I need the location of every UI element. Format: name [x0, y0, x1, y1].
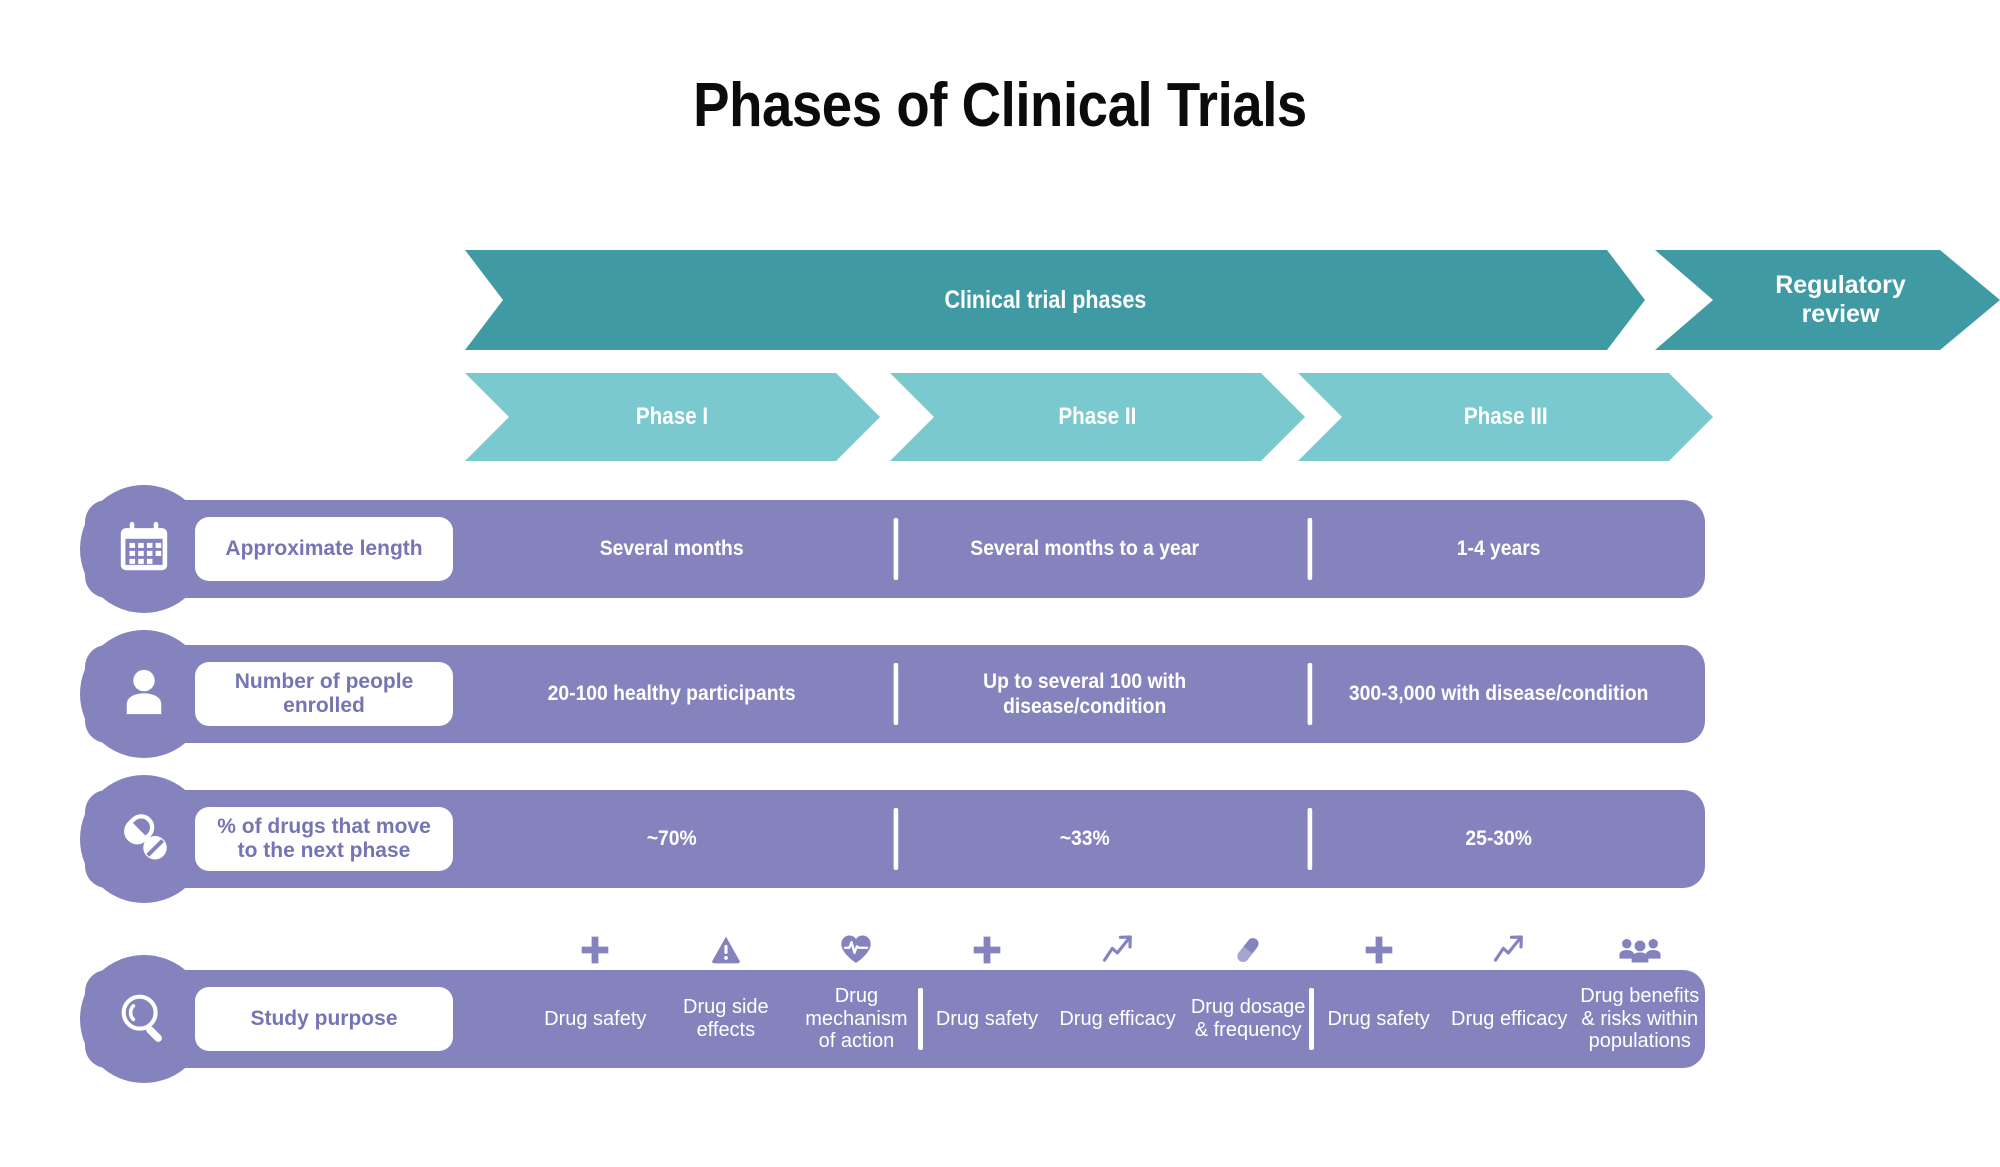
study-cell-3: Drug mechanism of action [805, 984, 908, 1053]
trend-up-icon [1491, 931, 1527, 967]
study-cell-2: Drug side effects [683, 996, 769, 1041]
row-3-cell-phase-1: ~70% [646, 827, 697, 851]
row-3-icon-badge [80, 775, 208, 903]
study-icon-slot-5 [1052, 915, 1183, 967]
row-2-cells: 20-100 healthy participants Up to severa… [465, 645, 1705, 743]
row-3-label-line2: to the next phase [237, 839, 411, 862]
study-cell-6: Drug dosage & frequency [1190, 996, 1306, 1041]
row-2-label: Number of people enrolled [235, 670, 414, 719]
study-icon-slot-2 [661, 915, 792, 967]
row-1-icon-badge [80, 485, 208, 613]
phase-arrow-2[interactable]: Phase II [890, 373, 1305, 461]
clinical-trial-phases-arrow: Clinical trial phases [465, 250, 1645, 350]
row-3-cell-phase-3: 25-30% [1307, 790, 1688, 888]
trend-up-icon [1100, 931, 1136, 967]
phase-3-label: Phase III [1463, 403, 1548, 430]
row-2-icon-badge [80, 630, 208, 758]
people-group-icon [1617, 933, 1663, 967]
clinical-trial-banner: Clinical trial phases Regulatory review [0, 250, 2000, 350]
study-cell-7: Drug safety [1309, 970, 1444, 1068]
study-cell-1: Drug safety [544, 1007, 647, 1030]
page-title: Phases of Clinical Trials [693, 71, 1307, 140]
phase-2-label: Phase II [1058, 403, 1137, 430]
study-icon-slot-3 [791, 915, 922, 967]
row-2-cell-phase-3: 300-3,000 with disease/condition [1307, 645, 1688, 743]
row-2-label-pill: Number of people enrolled [195, 662, 453, 726]
row-1-cells: Several months Several months to a year … [465, 500, 1705, 598]
phase-arrow-3[interactable]: Phase III [1298, 373, 1713, 461]
row-2-label-line2: enrolled [283, 694, 365, 717]
study-cell-8: Drug efficacy [1451, 1007, 1568, 1030]
plus-icon [970, 933, 1004, 967]
regulatory-review-arrow: Regulatory review [1655, 250, 2000, 350]
clinical-trial-phases-label: Clinical trial phases [944, 285, 1146, 314]
warning-icon [709, 933, 743, 967]
study-icon-slot-9 [1575, 915, 1706, 967]
row-2-cell-phase-1: 20-100 healthy participants [547, 682, 796, 706]
row-2-cell-phase-2: Up to several 100 with disease/condition [893, 645, 1275, 743]
study-purpose-cells: Drug safety Drug side effects Drug mecha… [530, 970, 1705, 1068]
heartbeat-icon [838, 931, 874, 967]
study-purpose-icon-row [530, 915, 1705, 967]
row-1-cell-phase-1: Several months [599, 537, 744, 561]
row-3-cell-phase-2: ~33% [893, 790, 1275, 888]
magnifier-icon [115, 988, 173, 1051]
study-icon-slot-8 [1444, 915, 1575, 967]
row-1-label: Approximate length [225, 536, 423, 560]
calendar-icon [115, 518, 173, 581]
regulatory-review-label: Regulatory review [1775, 271, 1906, 330]
phase-arrow-row: Phase I Phase II Phase III [0, 373, 2000, 461]
study-icon-slot-7 [1313, 915, 1444, 967]
pills-icon [114, 807, 174, 872]
row-3-label-line1: % of drugs that move [217, 814, 431, 838]
row-1-cell-phase-2: Several months to a year [893, 500, 1275, 598]
study-icon-slot-6 [1183, 915, 1314, 967]
plus-icon [578, 933, 612, 967]
row-1-cell-phase-3: 1-4 years [1307, 500, 1688, 598]
capsule-icon [1231, 933, 1265, 967]
study-cell-4: Drug safety [917, 970, 1053, 1068]
regulatory-review-line2: review [1801, 300, 1880, 328]
study-purpose-label: Study purpose [250, 1006, 398, 1030]
row-2-label-line1: Number of people [234, 669, 414, 693]
study-icon-slot-1 [530, 915, 661, 967]
regulatory-review-line1: Regulatory [1775, 270, 1906, 299]
row-3-label-pill: % of drugs that move to the next phase [195, 807, 453, 871]
study-icon-slot-4 [922, 915, 1053, 967]
phase-arrow-1[interactable]: Phase I [465, 373, 880, 461]
phase-1-label: Phase I [636, 403, 709, 430]
study-cell-5: Drug efficacy [1059, 1007, 1176, 1030]
study-purpose-label-pill: Study purpose [195, 987, 453, 1051]
plus-icon [1362, 933, 1396, 967]
row-3-cells: ~70% ~33% 25-30% [465, 790, 1705, 888]
study-purpose-icon-badge [80, 955, 208, 1083]
row-3-label: % of drugs that move to the next phase [217, 815, 431, 864]
study-cell-9: Drug benefits & risks within populations [1580, 984, 1700, 1053]
row-1-label-pill: Approximate length [195, 517, 453, 581]
person-icon [116, 664, 172, 725]
